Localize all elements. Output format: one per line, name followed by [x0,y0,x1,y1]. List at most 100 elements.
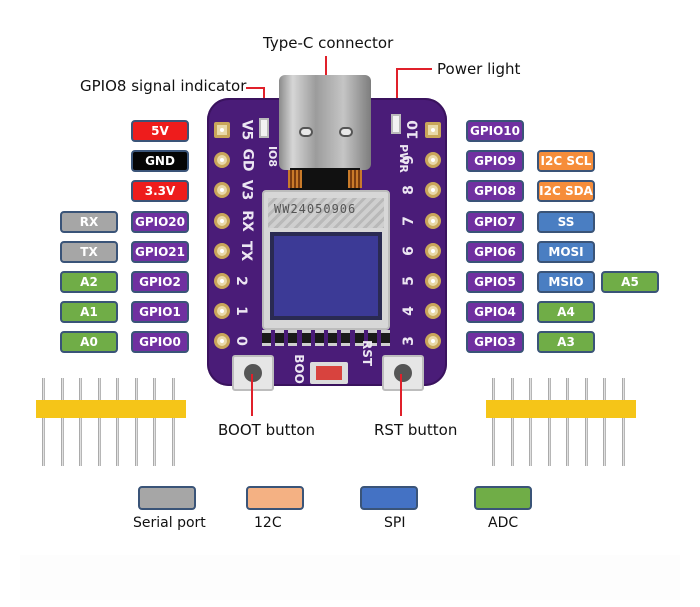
silk-left-pin-label: RX [238,209,255,232]
function-tag-a1: A1 [60,301,118,324]
function-tag-ss: SS [537,210,595,233]
legend-swatch-spi [360,486,418,510]
function-tag-i2c-sda: I2C SDA [537,180,595,203]
gpio8-led [259,118,269,138]
header-pin [171,378,175,466]
header-pin [153,378,156,466]
pin-tag-gpio5: GPIO5 [466,271,524,293]
pin-pad [425,333,441,350]
header-pin [603,378,606,466]
usb-shell-hole-left [299,127,313,137]
pin-tag-gpio20: GPIO20 [131,210,189,233]
smd-part [314,330,324,346]
smd-part [275,330,285,346]
header-pin [621,378,625,466]
legend-label-serial-port: Serial port [133,515,206,531]
silk-left-pin-label: 2 [232,276,249,286]
pin-pad [425,122,441,138]
function-tag-a5: A5 [601,271,659,293]
function-tag-a3: A3 [537,331,595,354]
header-pin [60,378,64,466]
silk-boot: BOO [291,354,306,384]
pin-pad [214,182,230,199]
smd-part [354,330,364,346]
pin-tag-33v: 3.3V [131,180,189,203]
usb-shell-hole-right [339,127,353,137]
silk-io8: IO8 [266,145,280,168]
function-tag-msio: MSIO [537,271,595,293]
pin-tag-gpio10: GPIO10 [466,120,524,142]
boot-button[interactable] [232,355,274,391]
bottom-fade [20,555,680,600]
power-led [391,114,401,134]
smd-part [288,330,298,346]
function-tag-rx: RX [60,210,118,233]
pin-tag-gpio7: GPIO7 [466,210,524,233]
smd-part [301,330,311,346]
pin-pad [425,212,441,229]
boot-button-leader [251,374,253,416]
pin-pad [214,273,230,289]
rst-button[interactable] [382,355,424,391]
header-pin [529,378,532,466]
function-tag-tx: TX [60,240,118,263]
pin-tag-gpio6: GPIO6 [466,240,524,263]
smd-components [262,330,390,348]
pin-header-right [486,378,636,468]
silk-right-pin-label: 5 [400,276,417,286]
pin-header-left [36,378,186,468]
silk-left-pin-label: V5 [238,119,255,141]
pin-pad [425,182,441,199]
silk-left-pin-label: 0 [232,336,249,347]
smd-part [341,330,351,346]
pin-pad [214,333,230,350]
legend-label-12c: 12C [254,515,282,531]
pin-pad [425,242,441,259]
pin-tag-gpio21: GPIO21 [131,240,189,263]
header-plastic [486,400,636,418]
pin-pad [425,273,441,289]
pin-pad [214,242,230,259]
pin-tag-5v: 5V [131,120,189,142]
pin-pad [214,303,230,320]
header-plastic [36,400,186,418]
oled-marking: WW24050906 [274,202,357,216]
oled-screen [270,232,382,320]
legend-label-spi: SPI [384,515,406,531]
legend-label-adc: ADC [488,515,519,531]
power-light-leader-v [396,68,398,116]
function-tag-a0: A0 [60,331,118,354]
usb-type-c-connector [279,75,371,170]
oled-top-strip [268,198,384,228]
header-pin [116,378,119,466]
header-pin [547,378,551,466]
pin-tag-gpio3: GPIO3 [466,331,524,354]
function-tag-a4: A4 [537,301,595,324]
pin-pad [214,152,230,169]
silk-right-pin-label: 3 [400,336,417,347]
gpio8-indicator-leader-h [246,87,264,89]
legend-swatch-adc [474,486,532,510]
smd-part [328,330,338,346]
silk-left-pin-label: 1 [232,306,249,317]
slide-switch-knob [316,366,342,380]
silk-right-pin-label: 6 [400,245,417,256]
header-pin [134,378,138,466]
function-tag-a2: A2 [60,271,118,293]
power-light-label: Power light [437,60,521,78]
pin-pad [214,122,230,138]
silk-right-pin-label: 4 [400,306,417,317]
legend-swatch-serial-port [138,486,196,510]
boot-button-cap [244,364,262,382]
header-pin [492,378,495,466]
boot-button-label: BOOT button [218,421,316,439]
rst-button-label: RST button [374,421,458,439]
silk-right-pin-label: 8 [400,185,417,196]
pin-tag-gpio9: GPIO9 [466,150,524,173]
gpio8-signal-indicator-label: GPIO8 signal indicator [80,77,247,95]
header-pin [42,378,45,466]
slide-switch [310,362,348,384]
pin-tag-gnd: GND [131,150,189,173]
function-tag-i2c-scl: I2C SCL [537,150,595,173]
silk-left-pin-label: GD [239,148,256,172]
